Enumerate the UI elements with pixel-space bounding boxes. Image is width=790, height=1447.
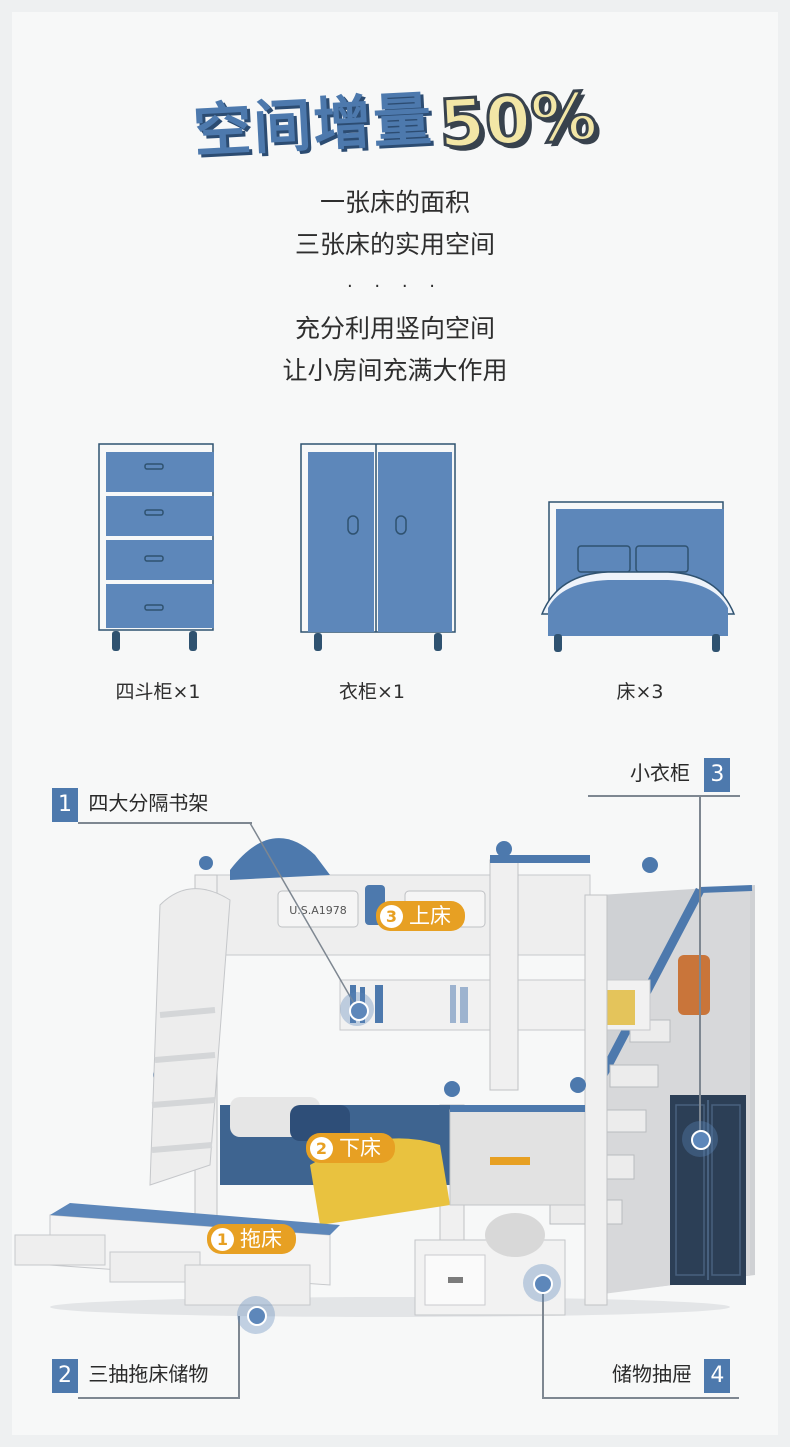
intro-line: 充分利用竖向空间 bbox=[294, 314, 495, 343]
pill-number: 2 bbox=[310, 1136, 333, 1160]
bunk-bed-illustration: U.S.A1978 bbox=[14, 838, 755, 1317]
callout-line-3 bbox=[588, 795, 740, 797]
callout-text: 小衣柜 bbox=[630, 761, 690, 785]
drawer-chest-icon bbox=[98, 443, 214, 651]
headline: 空间增量50% bbox=[0, 76, 790, 165]
hotspot-1-dot bbox=[349, 1001, 369, 1021]
intro-line: 让小房间充满大作用 bbox=[282, 356, 508, 385]
callout-line-1-diag bbox=[249, 822, 356, 1006]
callout-line-2 bbox=[78, 1397, 238, 1399]
headline-text: 空间增量 bbox=[191, 84, 435, 166]
intro-text: 一张床的面积 三张床的实用空间 · · · · 充分利用竖向空间 让小房间充满大… bbox=[0, 182, 790, 392]
headline-percent: 50% bbox=[436, 76, 601, 164]
hotspot-3-dot bbox=[691, 1130, 711, 1150]
callout-number: 3 bbox=[704, 757, 731, 792]
callout-line-4 bbox=[542, 1397, 739, 1399]
callout-line-3-vert bbox=[699, 795, 701, 1140]
wardrobe-icon bbox=[300, 443, 456, 651]
pill-number: 3 bbox=[380, 904, 403, 928]
furniture-label: 衣柜×1 bbox=[338, 681, 405, 703]
pill-text: 拖床 bbox=[240, 1227, 282, 1251]
callout-text: 四大分隔书架 bbox=[88, 791, 209, 815]
pill-number: 1 bbox=[211, 1227, 234, 1251]
bunk-sign: U.S.A1978 bbox=[289, 904, 347, 917]
furniture-label: 四斗柜×1 bbox=[115, 681, 201, 703]
hotspot-4-dot bbox=[533, 1274, 553, 1294]
callout-line-4-vert bbox=[542, 1282, 544, 1399]
callout-text: 三抽拖床储物 bbox=[88, 1362, 209, 1386]
pill-text: 上床 bbox=[409, 904, 451, 928]
callout-line-1 bbox=[78, 822, 250, 824]
intro-line: 三张床的实用空间 bbox=[294, 230, 495, 259]
callout-number: 2 bbox=[52, 1358, 78, 1393]
callout-1: 1 四大分隔书架 bbox=[52, 787, 208, 822]
intro-line: 一张床的面积 bbox=[319, 188, 470, 217]
pill-text: 下床 bbox=[339, 1136, 381, 1160]
callout-line-1-tail bbox=[250, 822, 252, 824]
callout-3: 小衣柜 3 bbox=[630, 757, 731, 792]
callout-line-2-vert bbox=[238, 1316, 240, 1399]
bed-icon bbox=[540, 501, 736, 652]
intro-dots: · · · · bbox=[346, 276, 444, 297]
callout-4: 储物抽屉 4 bbox=[612, 1358, 731, 1393]
furniture-label: 床×3 bbox=[616, 681, 664, 703]
callout-number: 4 bbox=[704, 1358, 731, 1393]
callout-2: 2 三抽拖床储物 bbox=[52, 1358, 208, 1393]
callout-text: 储物抽屉 bbox=[612, 1362, 692, 1386]
hotspot-2-dot bbox=[247, 1306, 267, 1326]
callout-number: 1 bbox=[52, 787, 78, 822]
